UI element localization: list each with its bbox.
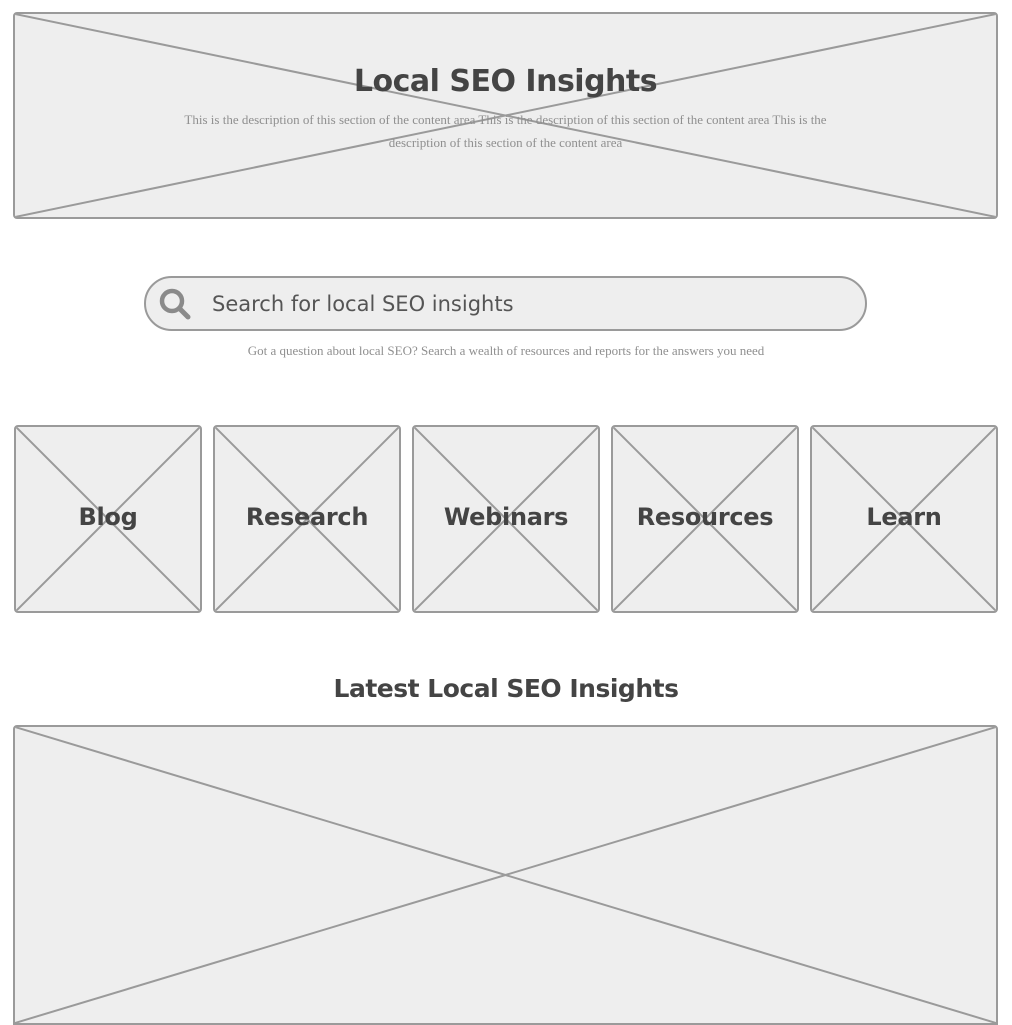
image-placeholder-cross-icon	[15, 14, 996, 217]
latest-insights-placeholder	[13, 725, 998, 1025]
image-placeholder-cross-icon	[15, 727, 996, 1023]
hero-description: This is the description of this section …	[184, 112, 827, 150]
category-label: Webinars	[443, 503, 569, 531]
category-tile-resources[interactable]: Resources	[611, 425, 799, 613]
category-label: Resources	[636, 503, 774, 531]
category-label: Blog	[78, 503, 138, 531]
category-tile-research[interactable]: Research	[213, 425, 401, 613]
category-tile-webinars[interactable]: Webinars	[412, 425, 600, 613]
search-bar[interactable]	[144, 276, 867, 331]
search-icon[interactable]	[158, 287, 192, 321]
image-placeholder-cross-icon	[613, 427, 797, 611]
category-label: Learn	[866, 503, 942, 531]
category-tile-learn[interactable]: Learn	[810, 425, 998, 613]
image-placeholder-cross-icon	[414, 427, 598, 611]
category-label: Research	[245, 503, 369, 531]
search-input[interactable]	[212, 286, 832, 322]
image-placeholder-cross-icon	[215, 427, 399, 611]
search-hint: Got a question about local SEO? Search a…	[247, 343, 765, 358]
hero-title: Local SEO Insights	[353, 64, 658, 99]
hero-banner: Local SEO Insights This is the descripti…	[13, 12, 998, 219]
category-tile-blog[interactable]: Blog	[14, 425, 202, 613]
latest-section-title: Latest Local SEO Insights	[333, 674, 679, 703]
image-placeholder-cross-icon	[812, 427, 996, 611]
image-placeholder-cross-icon	[16, 427, 200, 611]
